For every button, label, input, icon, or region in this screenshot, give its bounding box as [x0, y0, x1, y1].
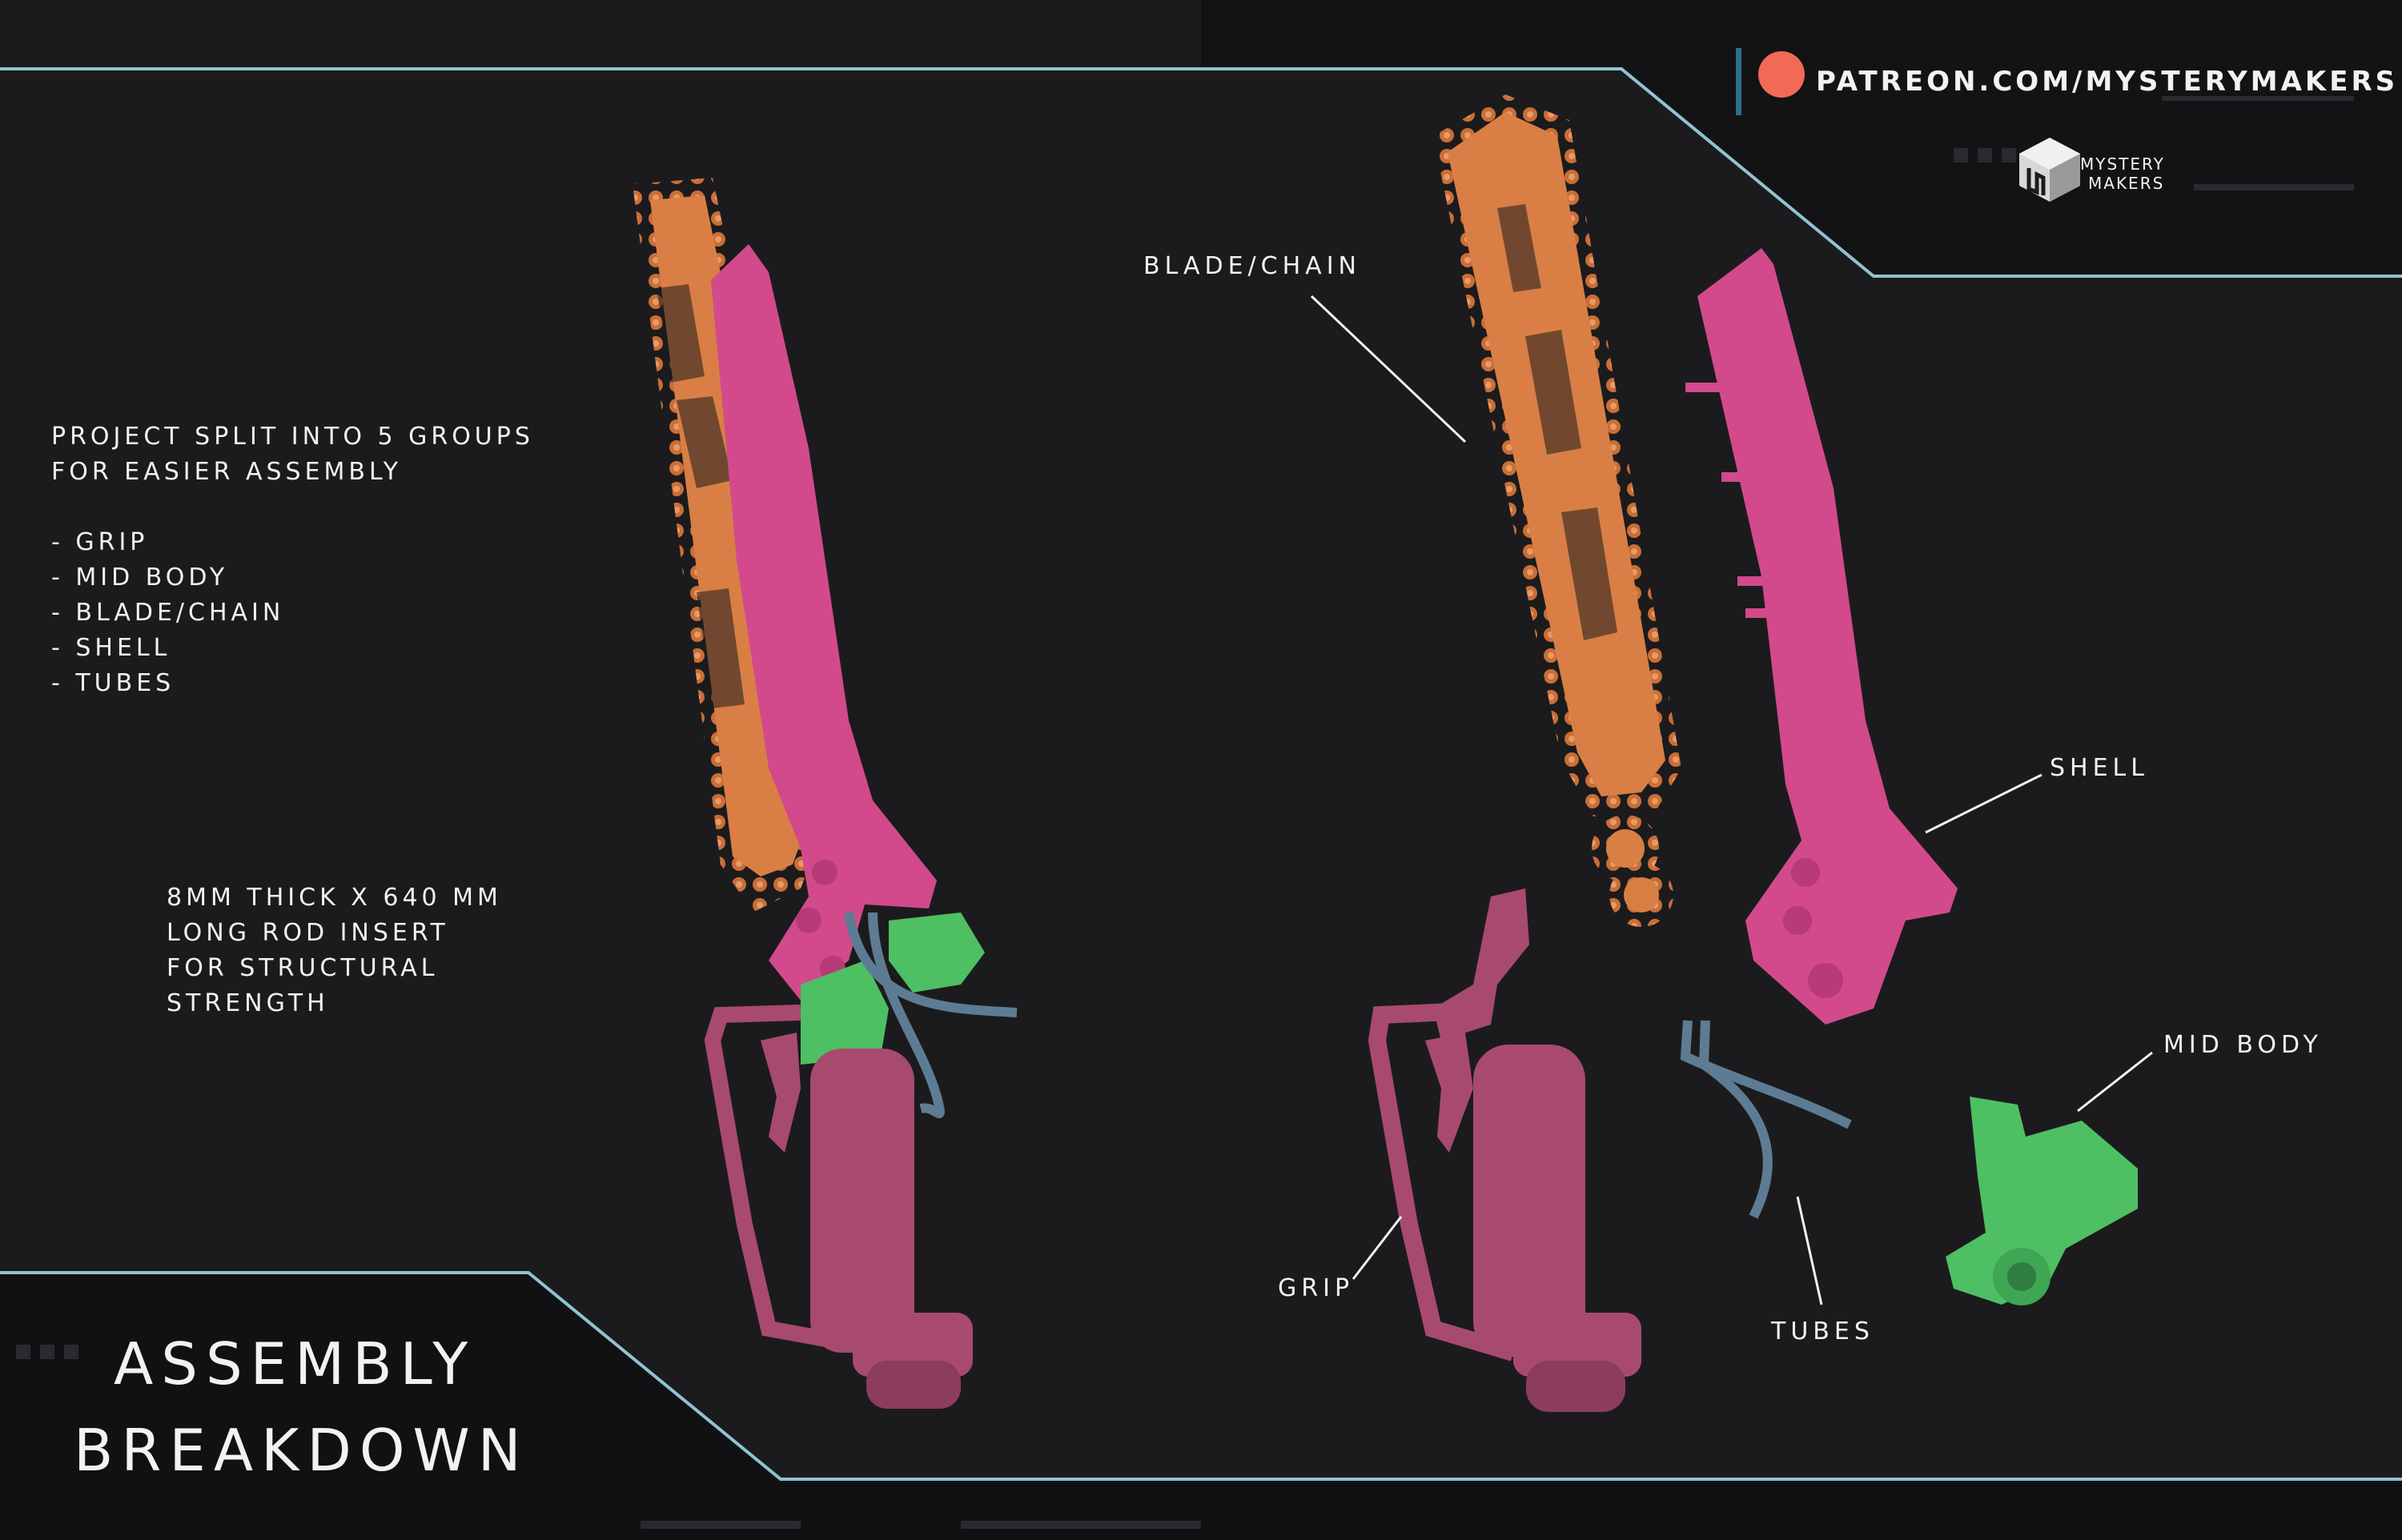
leader-lines: [1310, 295, 2153, 1305]
label-grip: GRIP: [1278, 1274, 1355, 1302]
mid-body-leader: [2077, 1051, 2153, 1113]
label-blade-chain: BLADE/CHAIN: [1143, 252, 1361, 280]
logo-text-line2: MAKERS: [2088, 174, 2165, 193]
tubes-leader: [1796, 1196, 1823, 1305]
group-list-item: - GRIP: [51, 528, 149, 556]
rod-line: 8MM THICK X 640 MM: [167, 884, 502, 912]
exploded-mid-body: [1946, 1097, 2138, 1305]
group-list-item: - TUBES: [51, 669, 175, 697]
rod-line: LONG ROD INSERT: [167, 919, 449, 947]
assembled-mid-body: [801, 960, 889, 1065]
logo-text-line1: MYSTERY: [2080, 154, 2165, 174]
group-list-item: - SHELL: [51, 634, 171, 662]
exploded-blade-chain: [1433, 94, 1681, 927]
assembled-shell: [711, 244, 937, 1001]
label-tubes: TUBES: [1771, 1317, 1874, 1345]
exploded-grip: [1368, 888, 1641, 1412]
label-shell: SHELL: [2050, 754, 2149, 782]
group-list-item: - BLADE/CHAIN: [51, 599, 285, 627]
assembled-grip: [810, 1049, 914, 1353]
rod-line: STRENGTH: [167, 989, 329, 1017]
label-mid-body: MID BODY: [2163, 1031, 2323, 1059]
exploded-shell: [1685, 248, 1958, 1025]
assembled-trigger-guard: [704, 1005, 858, 1353]
exploded-tubes: [1680, 1020, 1852, 1219]
page-title: ASSEMBLY BREAKDOWN: [74, 1321, 529, 1494]
blade-chain-leader: [1310, 295, 1467, 443]
mystery-makers-cube-logo: [2019, 138, 2080, 202]
rod-line: FOR STRUCTURAL: [167, 954, 439, 982]
title-line: ASSEMBLY: [114, 1330, 476, 1398]
patreon-url[interactable]: PATREON.COM/MYSTERYMAKERS: [1816, 66, 2399, 98]
grip-leader: [1352, 1216, 1403, 1280]
top-frame-line: [0, 67, 2402, 278]
intro-line: FOR EASIER ASSEMBLY: [51, 458, 403, 486]
bottom-frame-line: [0, 1271, 2402, 1481]
group-list-item: - MID BODY: [51, 563, 229, 592]
assembled-tubes: [844, 912, 1018, 1119]
rod-insert-note: 8MM THICK X 640 MM LONG ROD INSERT FOR S…: [167, 880, 502, 1021]
hud-decor: [16, 96, 2354, 1529]
intro-line: PROJECT SPLIT INTO 5 GROUPS: [51, 423, 534, 451]
intro-note: PROJECT SPLIT INTO 5 GROUPS FOR EASIER A…: [51, 419, 534, 701]
title-line: BREAKDOWN: [74, 1417, 529, 1484]
patreon-icon[interactable]: [1758, 51, 1805, 98]
assembled-sword: [633, 178, 1018, 1409]
bottom-left-banner: [0, 1271, 2402, 1540]
shell-leader: [1925, 773, 2043, 834]
